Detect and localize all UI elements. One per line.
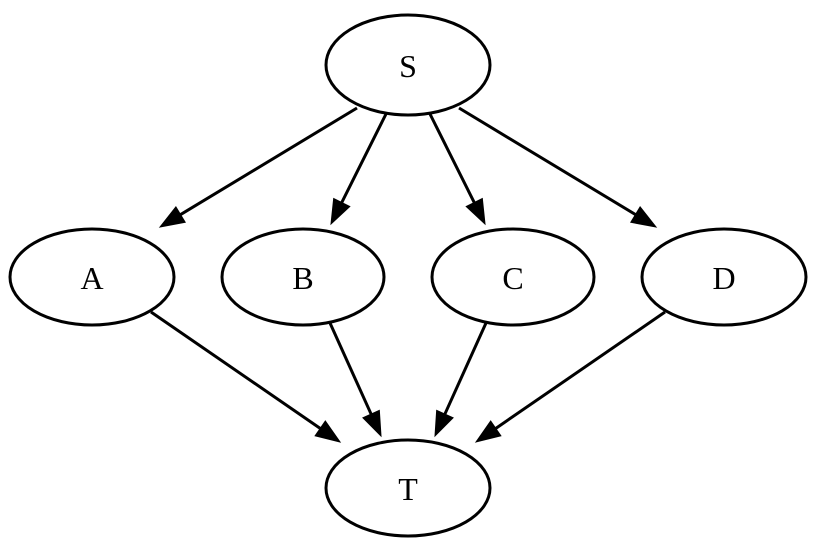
edge-line — [428, 113, 478, 208]
edge-line — [491, 310, 666, 433]
node-ellipse[interactable] — [324, 13, 492, 117]
edge-b-to-t — [328, 322, 382, 438]
node-a[interactable]: A — [8, 227, 176, 327]
edge-line — [328, 322, 375, 419]
edge-d-to-t — [474, 310, 666, 443]
edge-arrowhead — [362, 409, 382, 438]
edge-line — [338, 113, 388, 208]
node-ellipse[interactable] — [430, 227, 596, 327]
edge-s-to-b — [330, 113, 388, 226]
edge-line — [458, 106, 640, 219]
node-label: B — [292, 260, 313, 296]
node-d[interactable]: D — [640, 227, 808, 327]
edge-line — [150, 310, 325, 433]
edge-line — [441, 322, 488, 419]
node-ellipse[interactable] — [8, 227, 176, 327]
edge-arrowhead — [434, 409, 454, 438]
node-label: A — [80, 260, 103, 296]
edge-arrowhead — [330, 197, 351, 226]
edge-a-to-t — [150, 310, 342, 443]
edge-arrowhead — [158, 206, 186, 228]
node-t[interactable]: T — [324, 438, 492, 538]
node-c[interactable]: C — [430, 227, 596, 327]
edge-line — [176, 106, 358, 219]
edge-arrowhead — [474, 420, 502, 443]
node-ellipse[interactable] — [324, 438, 492, 538]
node-ellipse[interactable] — [640, 227, 808, 327]
edge-arrowhead — [465, 197, 486, 226]
node-label: T — [398, 471, 418, 507]
edges-layer — [150, 106, 666, 443]
node-label: D — [712, 260, 735, 296]
node-b[interactable]: B — [220, 227, 386, 327]
nodes-layer: S A B C D T — [8, 13, 808, 538]
edge-s-to-c — [428, 113, 486, 226]
edge-s-to-d — [458, 106, 658, 228]
node-ellipse[interactable] — [220, 227, 386, 327]
edge-arrowhead — [630, 206, 658, 228]
edge-arrowhead — [314, 420, 342, 443]
edge-s-to-a — [158, 106, 358, 228]
node-s[interactable]: S — [324, 13, 492, 117]
node-label: C — [502, 260, 523, 296]
edge-c-to-t — [434, 322, 488, 438]
node-label: S — [399, 48, 417, 84]
